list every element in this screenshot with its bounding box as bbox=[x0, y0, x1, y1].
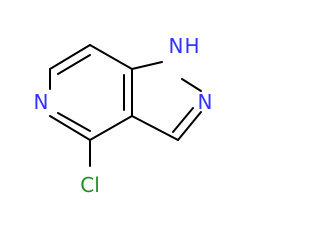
atom-label-n2: N bbox=[198, 90, 213, 114]
bond-c7-c6 bbox=[49, 44, 91, 70]
bond-c4-c3a bbox=[89, 115, 133, 141]
atom-label-n1: N bbox=[169, 34, 184, 58]
bond-n1-n2 bbox=[181, 78, 202, 92]
bond-c3-c3a bbox=[131, 115, 179, 141]
bond-n2-c3 bbox=[177, 111, 202, 141]
bond-n5-c4-double bbox=[57, 112, 91, 132]
atom-label-n-pyridine: N bbox=[34, 90, 49, 114]
bond-c7a-c7 bbox=[89, 44, 133, 70]
bond-n5-c4 bbox=[49, 115, 91, 141]
bond-n2-c3-double bbox=[172, 107, 194, 133]
atom-label-cl: Cl bbox=[80, 173, 100, 197]
molecule-canvas: H N N N Cl bbox=[33, 34, 213, 197]
bond-c7a-n1 bbox=[131, 61, 163, 70]
bond-group bbox=[49, 44, 202, 167]
bond-c7-c6-double bbox=[57, 54, 91, 75]
molecule-structure: H N N N Cl bbox=[34, 34, 213, 197]
atom-label-h: H bbox=[184, 34, 199, 58]
